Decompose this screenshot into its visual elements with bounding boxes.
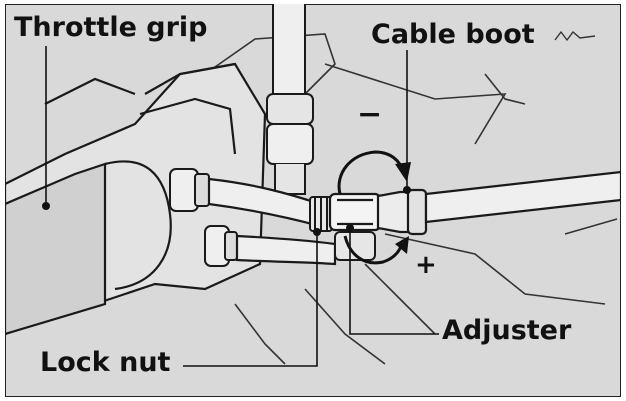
label-cable-boot: Cable boot [371,21,535,48]
adjuster-barrel [330,194,380,230]
label-throttle-grip: Throttle grip [14,14,208,41]
label-adjuster: Adjuster [442,317,571,344]
cable-boot [378,190,426,234]
minus-sign: − [357,100,382,130]
lock-nut [310,197,332,231]
label-lock-nut: Lock nut [40,349,170,376]
plus-sign: + [415,252,437,278]
